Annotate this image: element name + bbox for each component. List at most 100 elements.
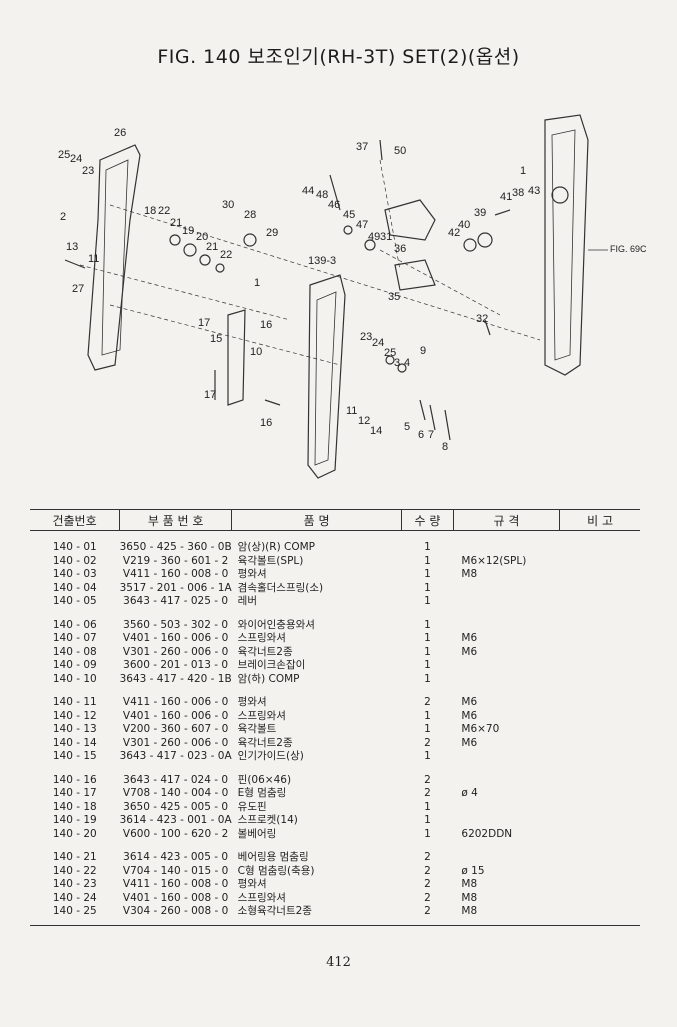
callout-label: 2 <box>60 211 66 223</box>
cell-part-name: 인기가이드(상) <box>237 750 304 762</box>
cell-quantity: 1 <box>424 645 431 658</box>
exploded-parts-diagram: 26 25 24 23 2 13 11 27 18 22 21 19 20 21… <box>40 100 660 500</box>
figure-title: FIG. 140 보조인기(RH-3T) SET(2)(옵션) <box>157 46 520 68</box>
cell-part-name: 레버 <box>237 595 257 607</box>
callout-label: 45 <box>343 209 355 221</box>
cell-remarks <box>560 619 640 633</box>
cell-spec <box>453 673 559 687</box>
cell-index: 140 - 24 <box>52 891 97 904</box>
cell-quantity: 1 <box>424 554 431 567</box>
figure-reference: FIG. 69C <box>610 244 647 254</box>
cell-part-name: 평와셔 <box>237 696 267 708</box>
cell-index: 140 - 05 <box>52 595 97 607</box>
callout-label: 23 <box>360 331 372 343</box>
callout-label: 1 <box>520 165 526 177</box>
cell-index: 140 - 03 <box>52 568 97 580</box>
cell-index: 140 - 21 <box>52 851 97 863</box>
cell-part-name: 암(하) COMP <box>237 672 300 685</box>
callout-label: 30 <box>222 199 234 211</box>
cell-remarks <box>560 723 640 737</box>
cell-index: 140 - 22 <box>52 864 97 877</box>
cell-part-name: 소형육각너트2종 <box>237 905 312 917</box>
cell-spec <box>453 774 559 788</box>
cell-spec: M8 <box>461 878 478 890</box>
col-header-part-number: 부 품 번 호 <box>119 509 232 531</box>
cell-remarks <box>560 801 640 815</box>
cell-index: 140 - 07 <box>52 632 97 644</box>
callout-label: 15 <box>210 333 222 345</box>
cell-part-number: V301 - 260 - 006 - 0 <box>122 645 229 658</box>
callout-label: 49 <box>368 231 380 243</box>
cell-index: 140 - 06 <box>52 618 97 631</box>
cell-spec: 6202DDN <box>461 827 513 840</box>
cell-quantity: 1 <box>424 618 431 631</box>
callout-label: 5 <box>404 421 410 433</box>
callout-label: 22 <box>220 249 232 261</box>
cell-spec <box>453 582 559 596</box>
callout-labels: 26 25 24 23 2 13 11 27 18 22 21 19 20 21… <box>58 127 647 453</box>
cell-part-number: 3517 - 201 - 006 - 1A <box>119 581 232 594</box>
cell-index: 140 - 11 <box>52 696 97 708</box>
cell-index: 140 - 14 <box>52 736 97 749</box>
callout-label: 32 <box>476 313 488 325</box>
cell-part-number: V304 - 260 - 008 - 0 <box>122 905 229 917</box>
cell-part-name: 육각볼트 <box>237 723 277 735</box>
col-header-index: 건출번호 <box>30 509 120 531</box>
cell-quantity: 1 <box>424 814 431 826</box>
callout-label: 22 <box>158 205 170 217</box>
cell-remarks <box>560 892 640 906</box>
col-header-spec: 규 격 <box>452 509 560 531</box>
cell-quantity: 1 <box>424 632 431 644</box>
cell-remarks <box>560 774 640 788</box>
row-spacer <box>30 841 640 851</box>
cell-index: 140 - 15 <box>52 750 97 762</box>
table-header-row: 건출번호 부 품 번 호 품 명 수 량 규 격 비 고 <box>30 509 640 531</box>
cell-spec <box>453 619 559 633</box>
cell-remarks <box>560 851 640 865</box>
cell-part-number: 3614 - 423 - 001 - 0A <box>119 814 232 826</box>
cell-index: 140 - 08 <box>52 645 97 658</box>
callout-label: 21 <box>206 241 218 253</box>
cell-part-name: 겸속홀더스프링(소) <box>237 581 324 594</box>
cell-remarks <box>560 673 640 687</box>
callout-label: 11 <box>88 253 99 265</box>
cell-quantity: 1 <box>424 568 431 580</box>
cell-part-number: V411 - 160 - 008 - 0 <box>122 568 229 580</box>
cell-part-name: 암(상)(R) COMP <box>237 541 315 553</box>
cell-part-name: 볼베어링 <box>237 827 277 840</box>
callout-label: 1 <box>254 277 260 289</box>
cell-spec <box>453 801 559 815</box>
cell-part-name: 스프링와셔 <box>237 709 286 722</box>
parts-drawing: 26 25 24 23 2 13 11 27 18 22 21 19 20 21… <box>58 114 647 479</box>
callout-label: 50 <box>394 145 406 157</box>
cell-part-number: V411 - 160 - 006 - 0 <box>122 696 229 708</box>
callout-label: 40 <box>458 219 470 231</box>
callout-label: 4 <box>404 357 410 369</box>
cell-spec: M8 <box>461 568 478 580</box>
cell-part-number: 3614 - 423 - 005 - 0 <box>123 851 229 863</box>
callout-label: 3 <box>394 357 400 369</box>
cell-index: 140 - 19 <box>52 814 97 826</box>
cell-index: 140 - 18 <box>52 800 97 813</box>
row-spacer <box>30 686 640 696</box>
cell-spec: M6 <box>461 632 478 644</box>
cell-part-number: 3643 - 417 - 420 - 1B <box>119 672 232 685</box>
cell-index: 140 - 01 <box>52 541 97 553</box>
callout-label: 16 <box>260 319 272 331</box>
cell-spec <box>453 750 559 764</box>
callout-label: 48 <box>316 189 328 201</box>
callout-label: 43 <box>528 185 540 197</box>
cell-part-number: 3560 - 503 - 302 - 0 <box>123 618 229 631</box>
cell-remarks <box>560 750 640 764</box>
callout-label: 17 <box>204 389 216 401</box>
cell-part-number: 3600 - 201 - 013 - 0 <box>123 659 229 671</box>
